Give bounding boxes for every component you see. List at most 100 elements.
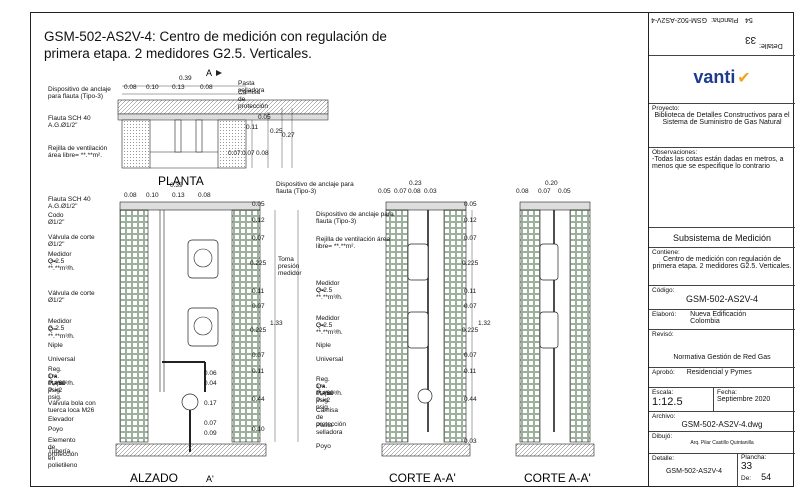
corte1-dim-r1: 0.05 [464, 201, 477, 208]
corte1-dim-r5: 0.11 [464, 288, 477, 295]
planta-flauta-label: Flauta SCH 40 A.G.Ø1/2" [48, 115, 91, 129]
corte2-view: CORTE A-A' [515, 201, 595, 485]
dibujo-cell: Dibujó: Arq. Pilar Castillo Quintanilla [649, 432, 795, 454]
corte1-rejilla-label: Rejilla de ventilación área libre= **.**… [316, 236, 391, 250]
rot-num: 54 [745, 16, 753, 23]
elaboro-cell: Elaboró: Nueva Edificación Colombia [649, 310, 795, 330]
codigo-cell: Código: GSM-502-AS2V-4 [649, 286, 795, 310]
codigo-value: GSM-502-AS2V-4 [685, 294, 759, 304]
corte2-dim-1: 0.08 [516, 188, 529, 195]
contiene-value: Centro de medición con regulación de pri… [652, 256, 792, 270]
corte1-dim-r3: 0.07 [464, 235, 477, 242]
alzado-dim-r8: 0.07 [252, 352, 265, 359]
proyecto-value: Biblioteca de Detalles Constructivos par… [654, 112, 790, 126]
planta-dim-2: 0.10 [146, 84, 159, 91]
archivo-cell: Archivo: GSM-502-AS2V-4.dwg [649, 412, 795, 432]
corte1-dim-3: 0.08 [408, 188, 421, 195]
drawing-title: GSM-502-AS2V-4: Centro de medición con r… [44, 29, 387, 61]
reviso-value: Normativa Gestión de Red Gas [673, 354, 771, 361]
corte1-dim-r7: 0.225 [462, 327, 479, 334]
planta-dim-v3: 0.25 [270, 128, 283, 135]
corte1-label: CORTE A-A' [389, 471, 456, 485]
corte1-medidor2-label: Medidor G-2.5 [316, 315, 340, 329]
planta-rejilla-label: Rejilla de ventilación área libre= **.**… [48, 145, 108, 159]
alzado-codo-label: Codo Ø1/2" [48, 212, 65, 226]
corte1-view: CORTE A-A' [381, 201, 473, 485]
escala-value: 1:12.5 [652, 396, 683, 408]
corte1-pasta-label: Pasta selladora [316, 422, 343, 436]
planta-dim-l3: 0.08 [256, 150, 269, 157]
detalle2-value: GSM-502-AS2V-4 [665, 468, 723, 475]
fecha-label: Fecha: [717, 389, 737, 396]
drawing-canvas: A PLANTA ALZADO A' CORTE A-A' [115, 68, 595, 485]
elaboro-label: Elaboró: [652, 311, 677, 318]
planta-dim-v4: 0.27 [282, 132, 295, 139]
planta-pasta-label: Pasta selladora [238, 80, 265, 94]
corte2-dim-top: 0.20 [545, 180, 558, 187]
alzado-dim-total: 1.33 [270, 320, 283, 327]
corte1-dim-r9: 0.11 [464, 368, 477, 375]
aprobo-cell: Aprobó: Residencial y Pymes [649, 368, 795, 388]
alzado-medidor2-label: Medidor G-2.5 [48, 318, 72, 332]
alzado-dim-r9: 0.11 [252, 368, 265, 375]
planta-dim-l1: 0.07 [228, 150, 241, 157]
proyecto-label: Proyecto: [652, 105, 680, 112]
rot-detalle-value: GSM-502-AS2V-4 [651, 16, 708, 23]
alzado-dim-r5: 0.11 [252, 288, 265, 295]
alzado-dim-i5: 0.09 [204, 430, 217, 437]
footer-cell: Detalle: GSM-502-AS2V-4 Plancha: 33 De: … [649, 454, 795, 487]
corte1-dim-r10: 0.44 [464, 396, 477, 403]
alzado-dim-i3: 0.17 [204, 400, 217, 407]
corte1-dim-r6: 0.07 [464, 303, 477, 310]
corte1-dim-r11: 0.03 [464, 438, 477, 445]
planta-dim-3: 0.13 [172, 84, 185, 91]
corte1-medidor1-label: Medidor G-2.5 [316, 280, 340, 294]
alzado-dim-3: 0.13 [172, 192, 185, 199]
alzado-dim-i2: 0.04 [204, 380, 217, 387]
alzado-dim-1: 0.08 [124, 192, 137, 199]
fecha-value: Septiembre 2020 [717, 396, 771, 403]
archivo-value: GSM-502-AS2V-4.dwg [681, 420, 763, 429]
corte1-poyo-label: Poyo [316, 443, 331, 450]
dibujo-value: Arq. Pilar Castillo Quintanilla [690, 440, 754, 446]
drawing-sheet [30, 12, 794, 487]
alzado-view: ALZADO A' [115, 201, 299, 485]
alzado-anclaje-label: Dispositivo de anclaje para flauta (Tipo… [276, 181, 354, 195]
observaciones-cell: Observaciones: -Todas las cotas están da… [649, 148, 795, 228]
alzado-poyo-label: Poyo [48, 426, 63, 433]
planta-view: A PLANTA [117, 68, 329, 188]
section-mark-a: A [206, 68, 212, 78]
vanti-logo: vanti [693, 67, 736, 87]
alzado-dim-r4: 0.225 [250, 260, 267, 267]
alzado-q1-label: Q= **.**m³/h. [48, 258, 75, 272]
alzado-dim-r1: 0.05 [252, 201, 265, 208]
alzado-medidor1-label: Medidor G-2.5 [48, 251, 72, 265]
section-mark-a2: A' [206, 474, 214, 484]
planta-label: PLANTA [158, 174, 204, 188]
corte1-q2-label: Q= **.**m³/h. [316, 322, 343, 336]
detalle2-label: Detalle: [652, 455, 675, 462]
corte1-niple-label: Niple [316, 342, 331, 349]
title-block: 54 Plancha: 33 GSM-502-AS2V-4 Detalle: v… [648, 12, 795, 487]
contiene-cell: Contiene: Centro de medición con regulac… [649, 248, 795, 286]
corte2-label: CORTE A-A' [524, 471, 591, 485]
alzado-dim-r3: 0.07 [252, 235, 265, 242]
proyecto-cell: Proyecto: Biblioteca de Detalles Constru… [649, 104, 795, 148]
alzado-dim-2: 0.10 [146, 192, 159, 199]
corte1-dim-2: 0.07 [394, 188, 407, 195]
escala-cell: Escala: 1:12.5 Fecha: Septiembre 2020 [649, 388, 795, 412]
alzado-reg-label: Reg. 1ra. etapa [48, 366, 65, 387]
alzado-reg-ps: Pₛ=2 psig. [48, 387, 63, 401]
corte1-dim-top: 0.23 [409, 180, 422, 187]
alzado-valvula2-label: Válvula de corte Ø1/2" [48, 290, 95, 304]
planta-dim-l2: 0.07 [242, 150, 255, 157]
alzado-dim-4: 0.08 [198, 192, 211, 199]
alzado-dim-i1: 0.06 [204, 370, 217, 377]
alzado-dim-r11: 0.10 [252, 426, 265, 433]
planta-camisa-label: Camisa de protección [238, 89, 268, 110]
alzado-tuberia-label: Tubería en polietileno [48, 448, 78, 469]
logo-cell: vanti ✔ [649, 56, 795, 104]
alzado-dim-r6: 0.07 [252, 303, 265, 310]
rot-detalle-label: Detalle: [759, 42, 783, 49]
reviso-label: Revisó: [652, 331, 674, 338]
